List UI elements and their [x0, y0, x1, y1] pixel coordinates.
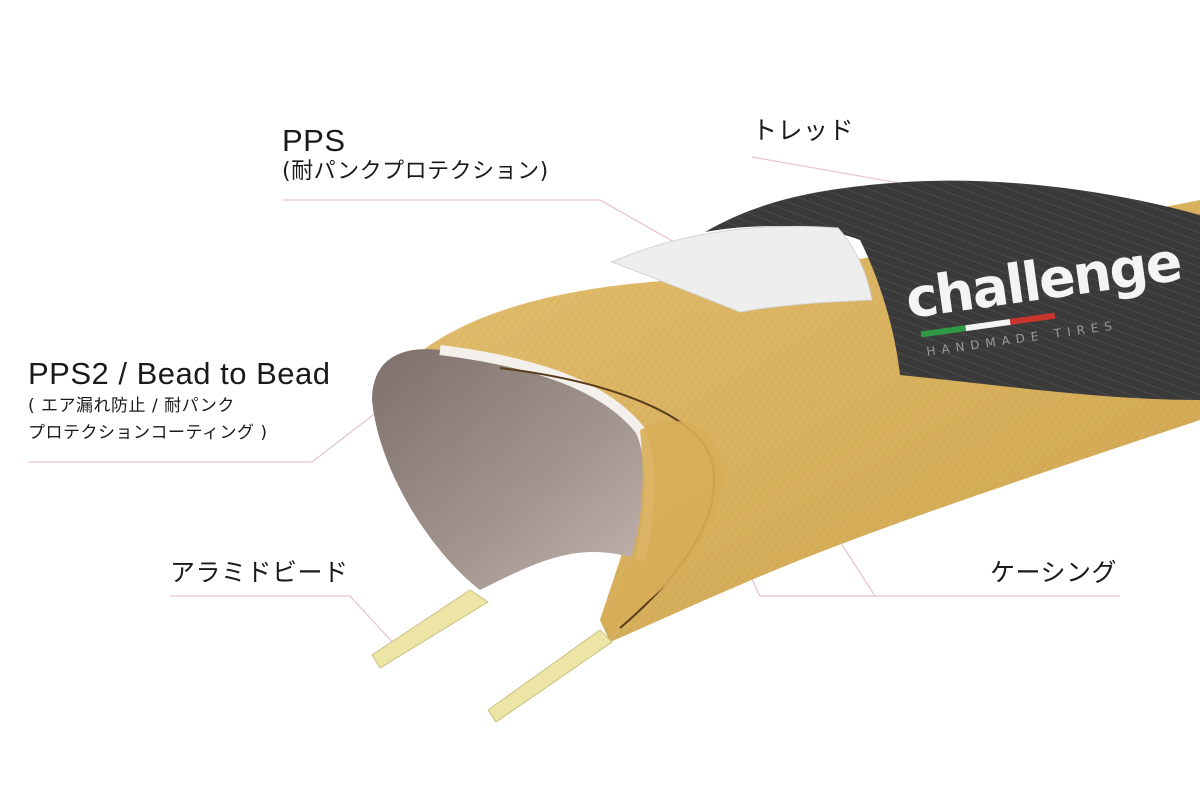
- leader-line-tread: [751, 156, 906, 185]
- pps2-title-label: PPS2 / Bead to Bead: [28, 356, 331, 391]
- inner-cavity: [372, 349, 650, 590]
- bead-left: [371, 589, 489, 669]
- logo-flag-green: [920, 325, 967, 338]
- casing-cut-face: [600, 420, 724, 630]
- pps-title-label: PPS: [282, 123, 346, 158]
- tread-layer: [705, 180, 1200, 400]
- logo-flag-white: [965, 318, 1011, 332]
- pps-subtitle-label: (耐パンクプロテクション): [282, 159, 549, 184]
- tread-label: トレッド: [752, 116, 855, 145]
- casing-label: ケーシング: [990, 558, 1118, 587]
- leader-line-pps2: [28, 397, 396, 463]
- aramid-beads: [371, 589, 613, 723]
- pps2-description-line1: ( エア漏れ防止 / 耐パンク: [28, 396, 235, 416]
- leader-line-bead: [170, 595, 396, 646]
- logo-flag-red: [1009, 312, 1056, 325]
- pps-layer: [610, 225, 873, 313]
- pps2-description-line2: プロテクションコーティング ): [28, 423, 268, 443]
- aramid-bead-label: アラミドビード: [170, 558, 349, 587]
- bead-right: [487, 629, 613, 723]
